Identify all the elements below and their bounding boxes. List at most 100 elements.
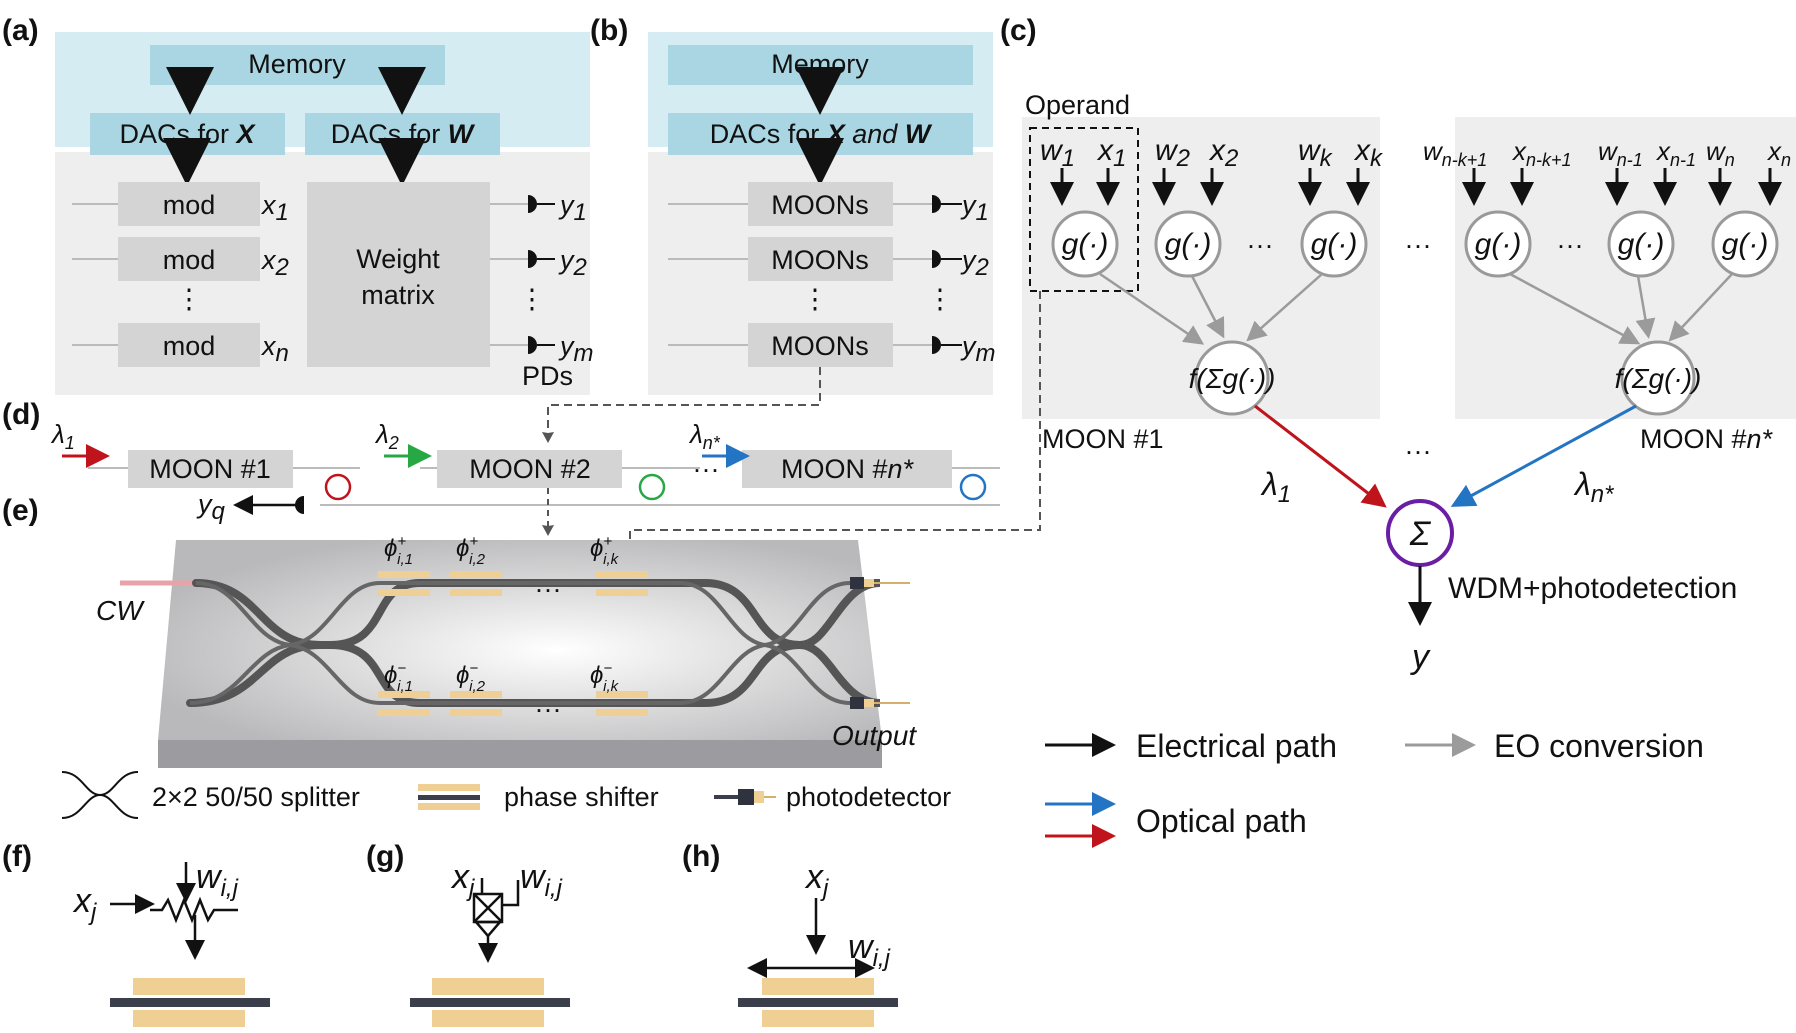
photodetector-icon bbox=[932, 336, 941, 354]
panel-a-dac-x-text: DACs for X bbox=[119, 119, 256, 149]
moons-box-m bbox=[748, 323, 893, 367]
moons-label-m: MOONs bbox=[771, 331, 869, 361]
output-y2: y2 bbox=[558, 245, 587, 281]
output-y1: y1 bbox=[960, 190, 989, 226]
phase-shifter-top-k bbox=[596, 589, 648, 596]
g-node-2 bbox=[1154, 210, 1222, 278]
input-xn: xn bbox=[260, 331, 289, 367]
panel-a-arrows bbox=[163, 67, 426, 186]
optical-path-label: Optical path bbox=[1136, 803, 1307, 839]
panel-a: (a) Memory DACs for X DACs for W mod mod… bbox=[2, 14, 594, 395]
optical-path-red bbox=[1254, 404, 1387, 508]
wij-label: wi,j bbox=[196, 858, 239, 902]
moon-n-label: MOON #n* bbox=[1640, 424, 1774, 454]
input-x2: x2 bbox=[260, 245, 289, 281]
moons-label-2: MOONs bbox=[771, 245, 869, 275]
panel-g: (g) xj wi,j bbox=[366, 840, 570, 1027]
g-node-n bbox=[1711, 210, 1779, 278]
g-node-n1 bbox=[1607, 210, 1675, 278]
output-label: Output bbox=[832, 720, 917, 751]
ring-resonator-blue bbox=[959, 473, 987, 501]
mod-box-2 bbox=[118, 237, 260, 281]
operand-xn: xn bbox=[1766, 136, 1791, 170]
lambda-2-label: λ2 bbox=[374, 419, 399, 453]
phase-shifter-top-1 bbox=[378, 571, 430, 578]
panel-e: (e) CW bbox=[2, 494, 951, 819]
operand-w-nk1: wn-k+1 bbox=[1423, 136, 1487, 170]
phi-bottom-2: ϕ−i,2 bbox=[456, 660, 486, 695]
arrowhead bbox=[542, 432, 554, 443]
panel-b-dac-text: DACs for X and W bbox=[710, 119, 933, 149]
phi-bottom-1: ϕ−i,1 bbox=[384, 660, 413, 695]
panel-a-label: (a) bbox=[2, 14, 39, 47]
photodetector-icon bbox=[932, 250, 941, 268]
g-label: g(·) bbox=[1311, 228, 1358, 261]
phase-shifter-bottom-k bbox=[596, 709, 648, 716]
g-label: g(·) bbox=[1475, 228, 1522, 261]
phase-shifter-top-2 bbox=[450, 589, 502, 596]
phase-shifter-bottom-1 bbox=[378, 709, 430, 716]
mod-box-n bbox=[118, 323, 260, 367]
weight-matrix-line1: Weight bbox=[356, 244, 440, 274]
operand-w1: w1 bbox=[1040, 134, 1075, 172]
legend-pd-label: photodetector bbox=[786, 782, 951, 812]
pds-label: PDs bbox=[522, 361, 573, 391]
vertical-ellipsis: ⋮ bbox=[802, 284, 829, 314]
photodetector-icon bbox=[850, 697, 910, 709]
phase-shifter-bottom-1 bbox=[378, 691, 430, 698]
horizontal-ellipsis: ··· bbox=[1247, 230, 1274, 260]
phase-shifter-icon bbox=[738, 978, 898, 1027]
legend-phase-label: phase shifter bbox=[504, 782, 659, 812]
wij-label: wi,j bbox=[848, 928, 891, 972]
eo-conversion-label: EO conversion bbox=[1494, 728, 1704, 764]
y-output-label: y bbox=[1410, 638, 1431, 676]
phase-shifter-top-2 bbox=[450, 571, 502, 578]
sum-node bbox=[1386, 499, 1454, 567]
xj-label: xj bbox=[72, 882, 97, 926]
lambda-1-label: λ1 bbox=[50, 419, 75, 453]
mod-label-2: mod bbox=[163, 245, 216, 275]
moons-box-2 bbox=[748, 237, 893, 281]
mod-label-n: mod bbox=[163, 331, 216, 361]
vertical-ellipsis: ⋮ bbox=[519, 284, 546, 314]
resistor-icon bbox=[150, 896, 238, 924]
operand-x1: x1 bbox=[1096, 134, 1126, 172]
panel-a-memory-text: Memory bbox=[248, 49, 346, 79]
vertical-ellipsis: ⋮ bbox=[927, 284, 954, 314]
moon2-box bbox=[437, 450, 622, 488]
moon-n-box bbox=[742, 450, 952, 488]
photodetector-icon bbox=[850, 577, 910, 589]
phase-shifter-bottom-2 bbox=[450, 709, 502, 716]
operand-xk: xk bbox=[1353, 134, 1384, 172]
cw-label: CW bbox=[96, 595, 145, 626]
horizontal-ellipsis: ··· bbox=[535, 574, 562, 604]
moon2-box-label: MOON #2 bbox=[469, 454, 591, 484]
panel-d-label: (d) bbox=[2, 398, 40, 431]
operand-wk: wk bbox=[1298, 134, 1334, 172]
panel-c-label: (c) bbox=[1000, 14, 1037, 47]
phase-shifter-icon bbox=[418, 784, 480, 810]
panel-h: (h) xj wi,j bbox=[682, 840, 898, 1027]
g-node-1 bbox=[1051, 210, 1119, 278]
phi-top-1: ϕ+i,1 bbox=[384, 533, 413, 568]
panel-g-label: (g) bbox=[366, 840, 404, 873]
mod-label-1: mod bbox=[163, 190, 216, 220]
operand-x2: x2 bbox=[1208, 134, 1238, 172]
photodetector-icon bbox=[528, 336, 537, 354]
output-y2: y2 bbox=[960, 245, 989, 281]
panel-b-memory-text: Memory bbox=[771, 49, 869, 79]
g-label: g(·) bbox=[1722, 228, 1769, 261]
horizontal-ellipsis: ··· bbox=[693, 454, 720, 484]
phase-shifter-icon bbox=[110, 978, 270, 1027]
weight-matrix-box bbox=[307, 182, 490, 367]
f-label-n: f(Σg(·)) bbox=[1615, 363, 1702, 394]
moons-box-1 bbox=[748, 182, 893, 226]
moon1-box-label: MOON #1 bbox=[149, 454, 271, 484]
optical-path-blue bbox=[1450, 404, 1637, 507]
splitter-icon bbox=[61, 771, 139, 819]
photodetector-icon bbox=[528, 250, 537, 268]
lambda-1-label: λ1 bbox=[1260, 466, 1291, 508]
panel-f: (f) xj wi,j bbox=[2, 840, 270, 1027]
operand-box bbox=[1029, 127, 1139, 292]
